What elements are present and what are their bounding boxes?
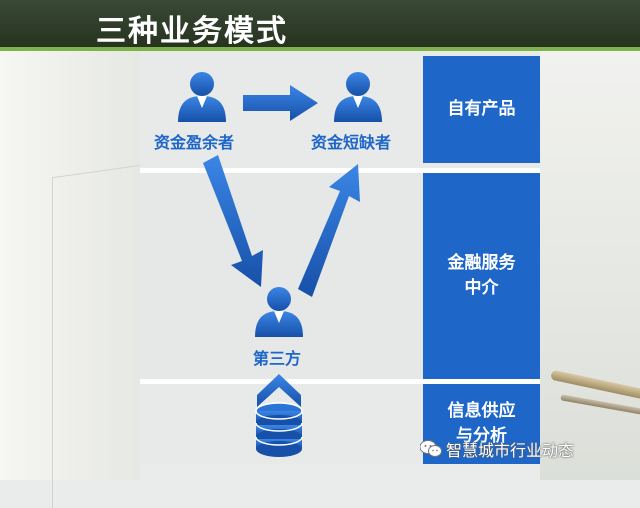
arrow-surplus-to-third-party (203, 155, 263, 287)
person-icon-third-party (255, 287, 303, 337)
watermark: 智慧城市行业动态 (419, 437, 575, 461)
node-label-surplus: 资金盈余者 (154, 133, 235, 152)
mode-column-information: 信息供应 与分析 (423, 384, 540, 464)
notebook-background-right (540, 51, 640, 480)
band-separator (140, 168, 540, 173)
person-icon-deficit (334, 72, 382, 122)
paper-fold (52, 164, 141, 508)
title-underline (0, 47, 640, 51)
node-label-deficit: 资金短缺者 (311, 133, 392, 152)
slide-title: 三种业务模式 (96, 14, 288, 49)
mode-label-own-products: 自有产品 (447, 99, 516, 119)
person-icon-surplus (178, 72, 226, 122)
slide-title-bar: 三种业务模式 (0, 0, 640, 49)
flow-diagram (178, 72, 382, 457)
notebook-background-left (0, 51, 141, 508)
arrow-surplus-to-deficit (243, 85, 318, 121)
watermark-text: 智慧城市行业动态 (446, 441, 575, 460)
mode-column-intermediary: 金融服务 中介 (423, 173, 540, 379)
chevron-up-icon (257, 374, 301, 407)
arrow-third-party-to-deficit (298, 164, 360, 297)
mode-label-information: 信息供应 与分析 (447, 401, 516, 446)
mode-label-intermediary: 金融服务 中介 (447, 253, 516, 298)
wechat-icon (419, 440, 442, 458)
pen-decoration-2 (560, 394, 640, 418)
database-icon (255, 402, 303, 457)
node-label-third-party: 第三方 (253, 349, 302, 368)
mode-column-own-products: 自有产品 (423, 56, 540, 163)
diagram-panel: 自有产品 金融服务 中介 信息供应 与分析 (140, 51, 540, 464)
band-separator (140, 379, 540, 384)
